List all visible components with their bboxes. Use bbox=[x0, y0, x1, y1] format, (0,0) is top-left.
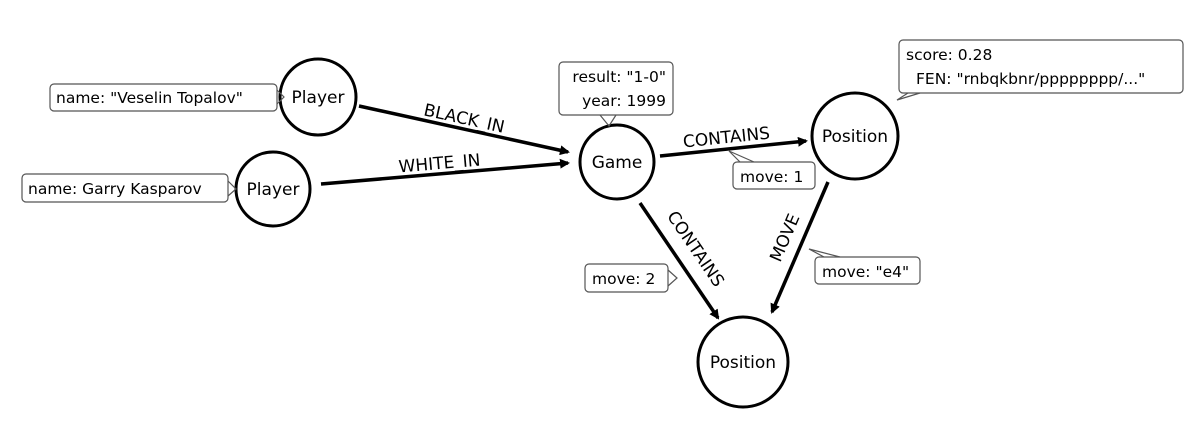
node-label-position-top: Position bbox=[822, 127, 888, 147]
node-label-player-kasparov: Player bbox=[247, 180, 300, 200]
node-player-topalov[interactable]: Player bbox=[278, 57, 358, 137]
prop-text-game-result: result: "1-0" bbox=[572, 68, 666, 86]
edge-contains-top: CONTAINS bbox=[659, 124, 808, 158]
prop-text-topalov: name: "Veselin Topalov" bbox=[56, 89, 243, 107]
prop-text-move-2: move: 2 bbox=[592, 270, 655, 288]
prop-box-kasparov: name: Garry Kasparov bbox=[21, 173, 237, 203]
edge-contains-bottom: CONTAINS bbox=[638, 202, 728, 320]
node-label-position-bottom: Position bbox=[710, 353, 776, 373]
node-label-player-topalov: Player bbox=[292, 88, 345, 108]
node-label-game: Game bbox=[592, 153, 643, 173]
node-game[interactable]: Game bbox=[578, 123, 656, 201]
prop-box-move: move: "e4" bbox=[808, 248, 921, 285]
edge-white-in: WHITE_IN bbox=[320, 151, 570, 186]
prop-text-position-fen: FEN: "rnbqkbnr/pppppppp/..." bbox=[916, 70, 1145, 88]
node-player-kasparov[interactable]: Player bbox=[234, 150, 312, 228]
node-position-bottom[interactable]: Position bbox=[696, 315, 790, 409]
prop-box-position-top: score: 0.28 FEN: "rnbqkbnr/pppppppp/..." bbox=[896, 39, 1184, 101]
prop-text-move-1: move: 1 bbox=[740, 168, 803, 186]
node-position-top[interactable]: Position bbox=[810, 91, 900, 181]
prop-box-contains-bottom: move: 2 bbox=[584, 263, 678, 293]
prop-box-topalov: name: "Veselin Topalov" bbox=[49, 83, 285, 112]
edge-move: MOVE bbox=[766, 181, 830, 314]
prop-text-position-score: score: 0.28 bbox=[906, 46, 992, 64]
prop-text-game-year: year: 1999 bbox=[582, 92, 666, 110]
prop-box-game: result: "1-0" year: 1999 bbox=[558, 61, 674, 128]
edge-label-white-in: WHITE_IN bbox=[398, 151, 481, 178]
edge-black-in: BLACK_IN bbox=[358, 101, 570, 156]
edge-label-black-in: BLACK_IN bbox=[422, 101, 506, 138]
prop-text-kasparov: name: Garry Kasparov bbox=[28, 180, 202, 198]
prop-box-contains-top: move: 1 bbox=[728, 150, 816, 190]
prop-text-move-e4: move: "e4" bbox=[822, 263, 909, 281]
edge-label-move: MOVE bbox=[766, 211, 804, 265]
